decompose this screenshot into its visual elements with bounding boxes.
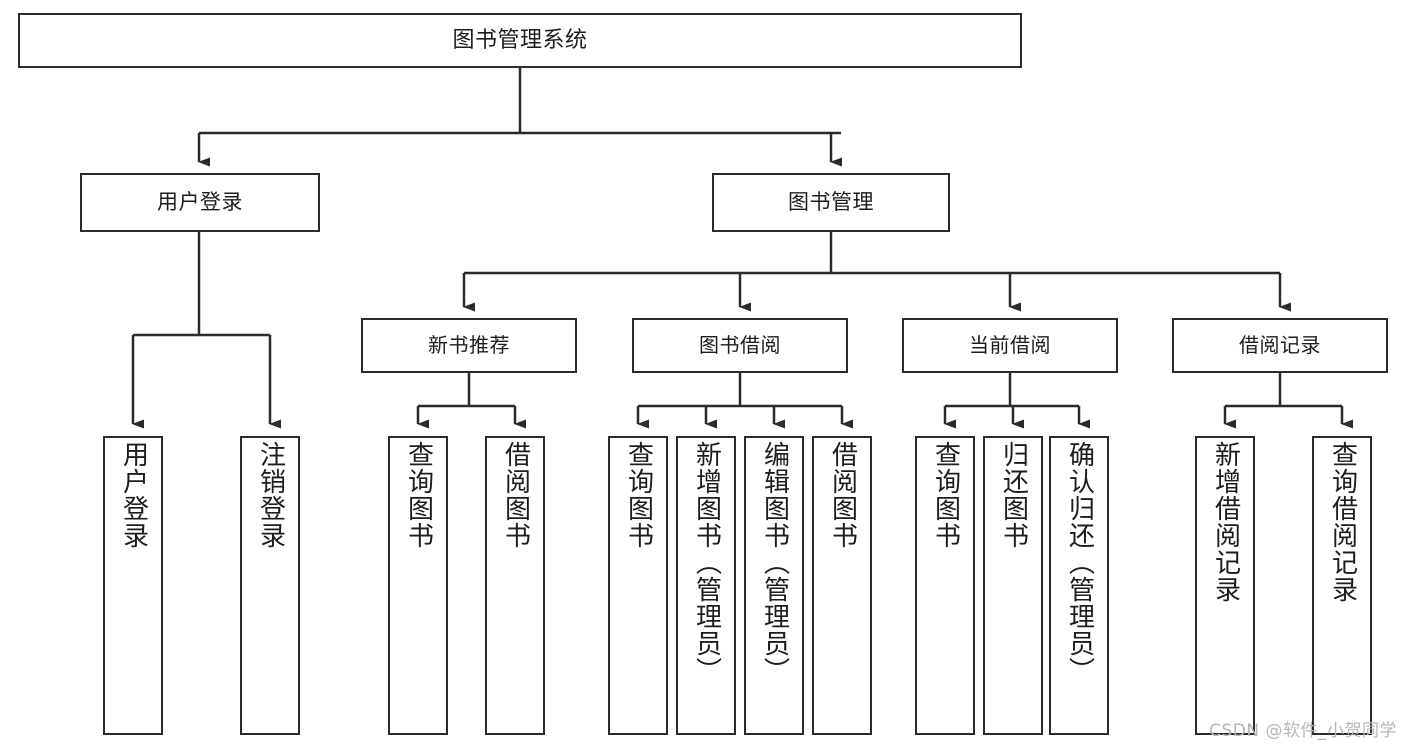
leaf-query-book-1[interactable]: 查询图书 [388,436,448,735]
leaf-logout-label: 注销登录 [255,441,286,549]
leaf-confirm-return-label: 确认归还（管理员） [1064,441,1095,684]
leaf-borrow-book-2[interactable]: 借阅图书 [812,436,872,735]
node-new-book-recommend[interactable]: 新书推荐 [361,318,577,373]
leaf-borrow-book-1-label: 借阅图书 [500,441,531,549]
leaf-borrow-book-1[interactable]: 借阅图书 [485,436,545,735]
node-user-login-label: 用户登录 [157,190,243,215]
leaf-return-book-label: 归还图书 [998,441,1029,549]
leaf-confirm-return[interactable]: 确认归还（管理员） [1049,436,1109,735]
node-root-label: 图书管理系统 [452,27,588,53]
node-book-borrow-label: 图书借阅 [699,332,781,357]
node-new-book-recommend-label: 新书推荐 [428,332,510,357]
leaf-query-book-3[interactable]: 查询图书 [915,436,975,735]
leaf-query-book-2[interactable]: 查询图书 [608,436,668,735]
leaf-add-record[interactable]: 新增借阅记录 [1195,436,1255,735]
leaf-add-record-label: 新增借阅记录 [1210,441,1241,603]
node-book-manage-label: 图书管理 [788,190,874,215]
leaf-edit-book[interactable]: 编辑图书（管理员） [744,436,804,735]
leaf-return-book[interactable]: 归还图书 [983,436,1043,735]
node-user-login[interactable]: 用户登录 [80,173,320,232]
node-book-borrow[interactable]: 图书借阅 [632,318,848,373]
leaf-query-record-label: 查询借阅记录 [1327,441,1358,603]
leaf-query-book-1-label: 查询图书 [403,441,434,549]
leaf-borrow-book-2-label: 借阅图书 [827,441,858,549]
leaf-user-login-label: 用户登录 [118,441,149,549]
node-book-manage[interactable]: 图书管理 [712,173,950,232]
leaf-add-book[interactable]: 新增图书（管理员） [676,436,736,735]
leaf-query-book-2-label: 查询图书 [623,441,654,549]
node-borrow-record-label: 借阅记录 [1239,332,1321,357]
node-borrow-record[interactable]: 借阅记录 [1172,318,1388,373]
leaf-edit-book-label: 编辑图书（管理员） [759,441,790,684]
node-current-borrow-label: 当前借阅 [969,332,1051,357]
leaf-add-book-label: 新增图书（管理员） [691,441,722,684]
watermark: CSDN @软件_小贺同学 [1209,721,1397,741]
leaf-query-record[interactable]: 查询借阅记录 [1312,436,1372,735]
node-current-borrow[interactable]: 当前借阅 [902,318,1118,373]
leaf-user-login[interactable]: 用户登录 [103,436,163,735]
leaf-logout[interactable]: 注销登录 [240,436,300,735]
node-root[interactable]: 图书管理系统 [18,13,1022,68]
leaf-query-book-3-label: 查询图书 [930,441,961,549]
